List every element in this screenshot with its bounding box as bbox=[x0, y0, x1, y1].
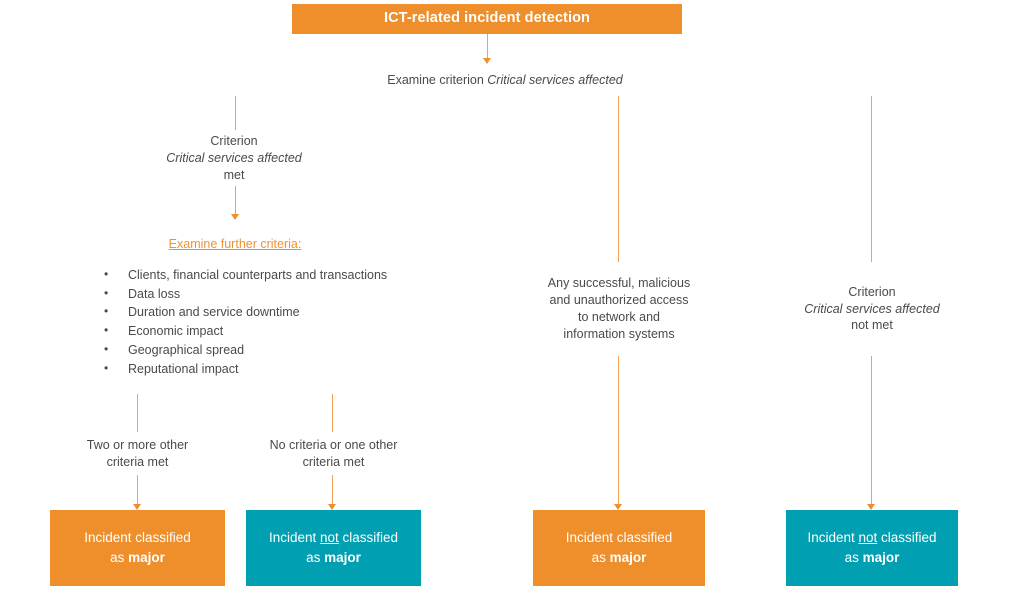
criterion-met-line-2: Critical services affected bbox=[166, 151, 302, 166]
outcome-line-1-prefix: Incident bbox=[807, 530, 859, 546]
outcome-line-1: Incident not classified bbox=[269, 528, 398, 548]
arrowhead-examine-bar bbox=[482, 58, 491, 64]
header-label: ICT-related incident detection bbox=[383, 10, 591, 27]
outcome-line-2: as major bbox=[845, 548, 900, 568]
further-criteria-list: Clients, financial counterparts and tran… bbox=[52, 266, 418, 380]
unauthorized-access-line-4: information systems bbox=[563, 326, 675, 341]
examine-bar-prefix: Examine criterion bbox=[387, 72, 488, 87]
outcome-line-2-prefix: as bbox=[844, 550, 863, 565]
connector-unauthorized-to-major bbox=[618, 356, 619, 506]
no-or-one-line-2: criteria met bbox=[302, 454, 365, 469]
outcome-line-2: as major bbox=[110, 548, 165, 568]
unauthorized-access-line-2: and unauthorized access bbox=[549, 293, 689, 308]
outcome-line-2-major: major bbox=[862, 550, 900, 565]
arrowhead-outcome-not-major-right bbox=[866, 504, 875, 510]
criteria-list-item: Data loss bbox=[52, 285, 418, 304]
arrowhead-outcome-major-left bbox=[132, 504, 141, 510]
outcome-line-1: Incident classified bbox=[84, 530, 191, 546]
outcome-line-2-prefix: as bbox=[591, 550, 610, 565]
outcome-line-1-prefix: Incident bbox=[268, 530, 320, 546]
outcome-incident-not-classified-major-left: Incident not classified as major bbox=[246, 510, 421, 586]
examine-bar-text: Examine criterion Critical services affe… bbox=[387, 72, 623, 89]
no-or-one-line-1: No criteria or one other bbox=[269, 437, 398, 452]
criteria-list-item: Geographical spread bbox=[52, 341, 418, 360]
outcome-line-2: as major bbox=[306, 548, 361, 568]
node-two-or-more-criteria-met: Two or more other criteria met bbox=[50, 432, 225, 475]
connector-branch-middle bbox=[618, 96, 619, 262]
criterion-not-met-line-2: Critical services affected bbox=[804, 301, 940, 316]
outcome-line-2-major: major bbox=[609, 550, 647, 565]
unauthorized-access-line-3: to network and bbox=[578, 310, 660, 324]
outcome-incident-classified-major-middle: Incident classified as major bbox=[533, 510, 705, 586]
node-criterion-met: Criterion Critical services affected met bbox=[111, 131, 357, 186]
criteria-list-item: Reputational impact bbox=[52, 360, 418, 379]
criterion-met-line-3: met bbox=[223, 167, 245, 182]
outcome-line-1-not: not bbox=[319, 530, 339, 546]
further-criteria-title: Examine further criteria: bbox=[168, 237, 302, 251]
outcome-line-1: Incident not classified bbox=[807, 528, 936, 548]
outcome-line-2-prefix: as bbox=[306, 550, 325, 565]
connector-branch-left bbox=[235, 96, 236, 130]
outcome-incident-not-classified-major-right: Incident not classified as major bbox=[786, 510, 958, 586]
outcome-line-2-prefix: as bbox=[110, 550, 129, 565]
connector-no-or-one-to-not-major bbox=[332, 475, 333, 506]
arrowhead-outcome-not-major-left bbox=[327, 504, 336, 510]
outcome-line-2-major: major bbox=[128, 550, 165, 565]
connector-not-met-to-not-major bbox=[871, 356, 872, 506]
criteria-list-item: Duration and service downtime bbox=[52, 303, 418, 322]
unauthorized-access-line-1: Any successful, malicious bbox=[547, 276, 691, 291]
arrowhead-outcome-major-middle bbox=[613, 504, 622, 510]
node-unauthorized-access: Any successful, malicious and unauthoriz… bbox=[533, 262, 705, 356]
outcome-line-2-major: major bbox=[324, 550, 361, 565]
criterion-met-line-1: Criterion bbox=[210, 134, 258, 149]
node-criterion-not-met: Criterion Critical services affected not… bbox=[786, 262, 958, 356]
two-or-more-line-2: criteria met bbox=[106, 454, 169, 469]
node-examine-further-criteria: Examine further criteria: Clients, finan… bbox=[52, 222, 418, 394]
criterion-not-met-line-3: not met bbox=[851, 318, 893, 333]
connector-header-to-examine bbox=[487, 34, 488, 60]
node-no-or-one-criteria-met: No criteria or one other criteria met bbox=[246, 432, 421, 475]
outcome-line-1-suffix: classified bbox=[338, 530, 399, 546]
examine-bar-criterion: Critical services affected bbox=[487, 72, 623, 87]
node-header-ict-incident-detection: ICT-related incident detection bbox=[292, 4, 682, 34]
outcome-incident-classified-major-left: Incident classified as major bbox=[50, 510, 225, 586]
connector-two-or-more-to-major bbox=[137, 475, 138, 506]
outcome-line-2: as major bbox=[592, 548, 647, 568]
outcome-line-1-suffix: classified bbox=[877, 530, 937, 546]
node-examine-criterion-bar: Examine criterion Critical services affe… bbox=[52, 64, 958, 96]
criteria-list-item: Clients, financial counterparts and tran… bbox=[52, 266, 418, 285]
connector-branch-right bbox=[871, 96, 872, 262]
connector-met-to-criteria bbox=[235, 186, 236, 216]
outcome-line-1-not: not bbox=[858, 530, 878, 546]
connector-criteria-to-two-or-more bbox=[137, 394, 138, 432]
criteria-list-item: Economic impact bbox=[52, 322, 418, 341]
two-or-more-line-1: Two or more other bbox=[86, 437, 189, 452]
criterion-not-met-line-1: Criterion bbox=[848, 284, 896, 299]
arrowhead-further-criteria bbox=[230, 214, 239, 220]
connector-criteria-to-no-or-one bbox=[332, 394, 333, 432]
outcome-line-1: Incident classified bbox=[565, 530, 673, 546]
